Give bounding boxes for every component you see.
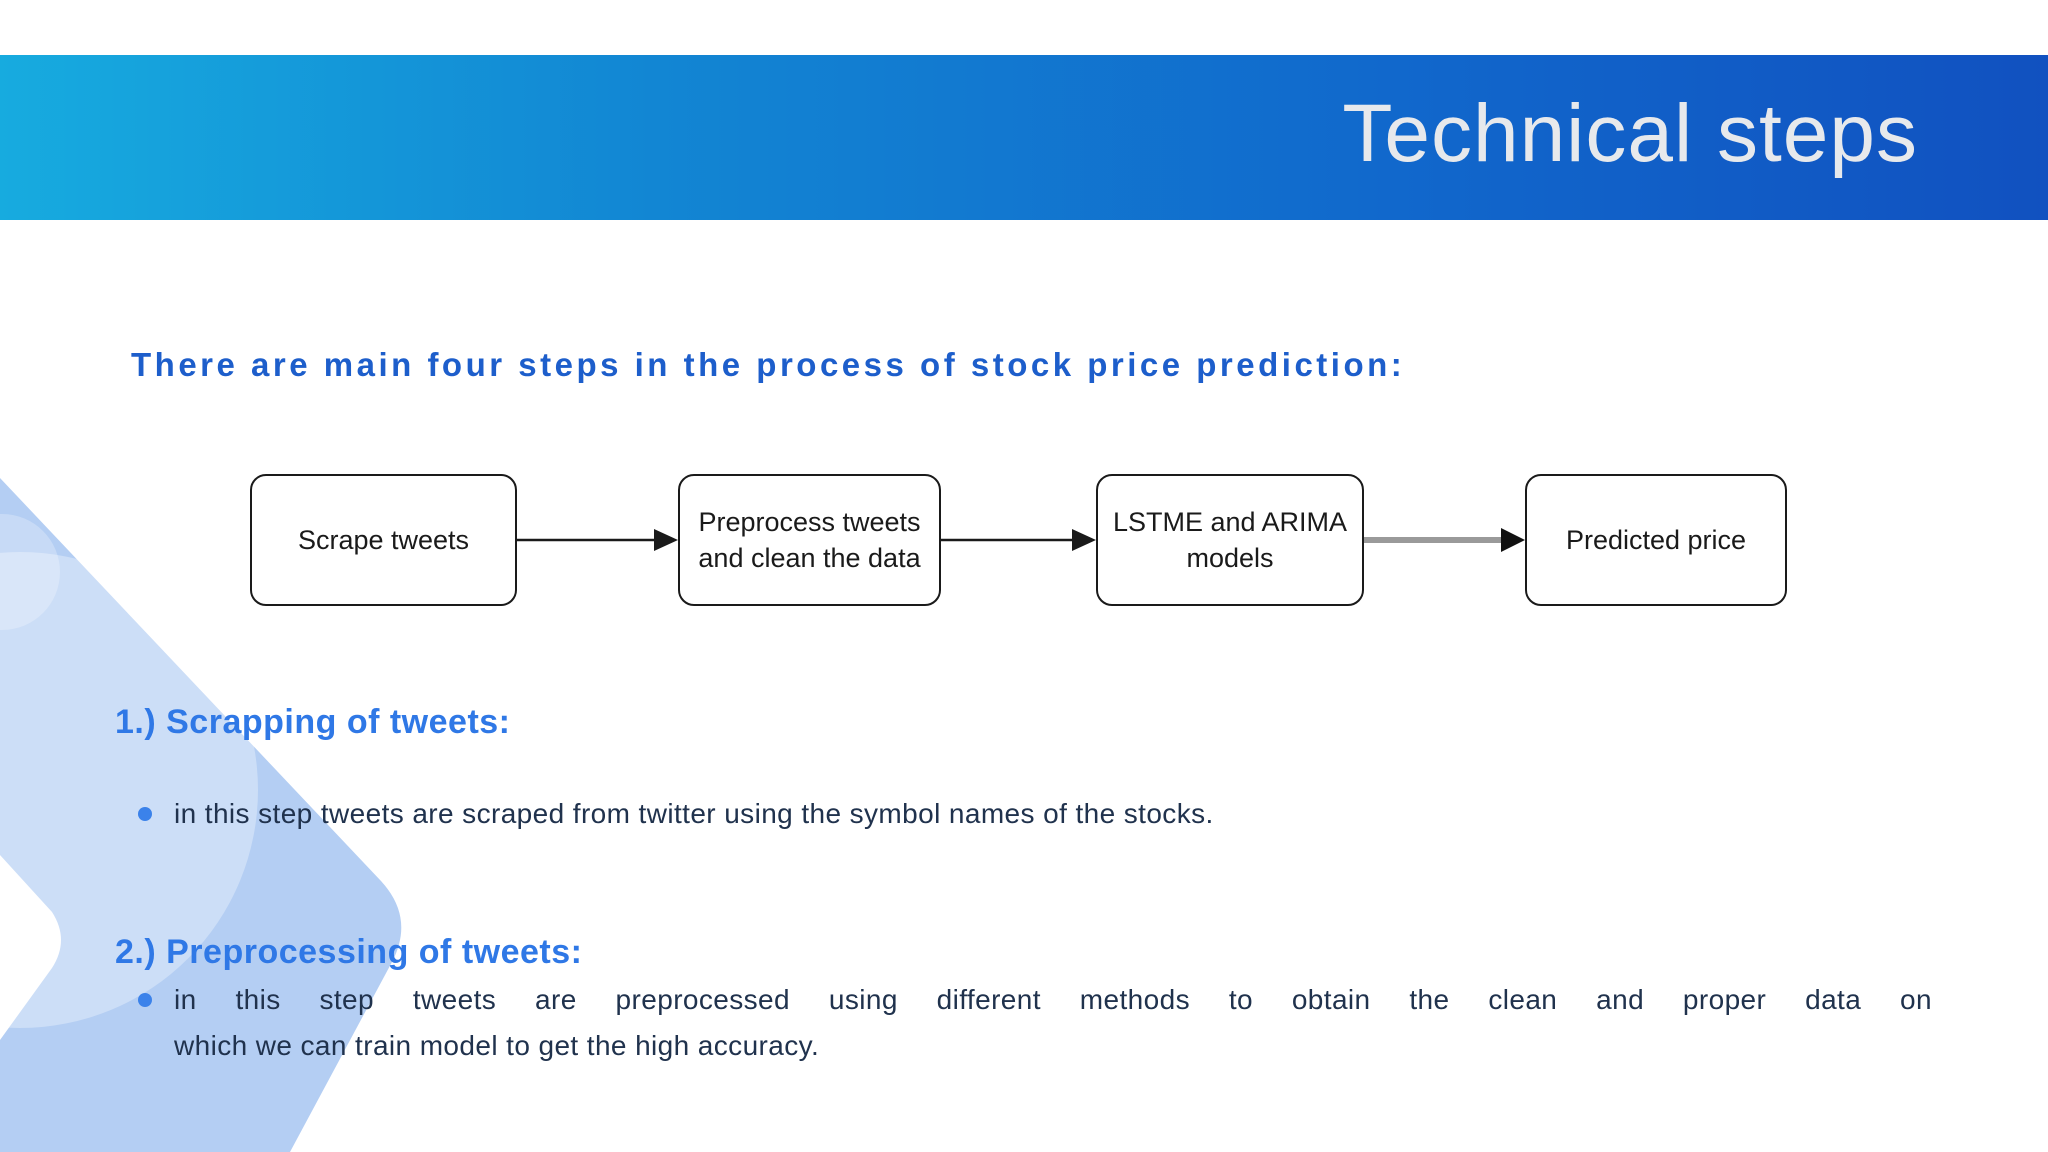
header-band: Technical steps [0, 55, 2048, 220]
arrowhead-icon [1501, 528, 1525, 552]
decor-circle-large [0, 552, 258, 1028]
chevron-shape [0, 478, 402, 1152]
slide-title: Technical steps [1342, 87, 1918, 179]
bullet-text-line-2: which we can train model to get the high… [174, 1030, 820, 1061]
arrowhead-icon [1072, 529, 1096, 551]
flow-step-label: models [1186, 543, 1274, 573]
bullet-item-1: in this step tweets are scraped from twi… [138, 791, 1214, 837]
flow-step-label: Predicted price [1565, 525, 1747, 555]
section-1-heading: 1.) Scrapping of tweets: [115, 703, 511, 741]
bullet-item-2: in this step tweets are preprocessed usi… [138, 977, 1932, 1069]
flow-step-label: Scrape tweets [297, 525, 470, 555]
flow-step-preprocess-tweets: Preprocess tweets and clean the data [678, 474, 941, 606]
intro-heading: There are main four steps in the process… [131, 346, 1406, 383]
bullet-text-line-1: in this step tweets are preprocessed usi… [174, 984, 1932, 1015]
bullet-text-block: in this step tweets are preprocessed usi… [174, 977, 1932, 1069]
flow-step-label: LSTME and ARIMA [1112, 507, 1348, 537]
bullet-text: in this step tweets are scraped from twi… [174, 798, 1214, 829]
arrowhead-icon [654, 529, 678, 551]
flow-step-label: Preprocess tweets [698, 507, 921, 537]
bullet-dot [138, 993, 152, 1007]
decor-circle-small [0, 514, 60, 630]
bullet-dot [138, 807, 152, 821]
section-2-heading: 2.) Preprocessing of tweets: [115, 933, 583, 971]
flow-connectors [517, 528, 1525, 552]
flow-step-label: and clean the data [698, 543, 921, 573]
flow-step-predicted-price: Predicted price [1525, 474, 1787, 606]
flow-step-scrape-tweets: Scrape tweets [250, 474, 517, 606]
flow-step-models: LSTME and ARIMA models [1096, 474, 1364, 606]
